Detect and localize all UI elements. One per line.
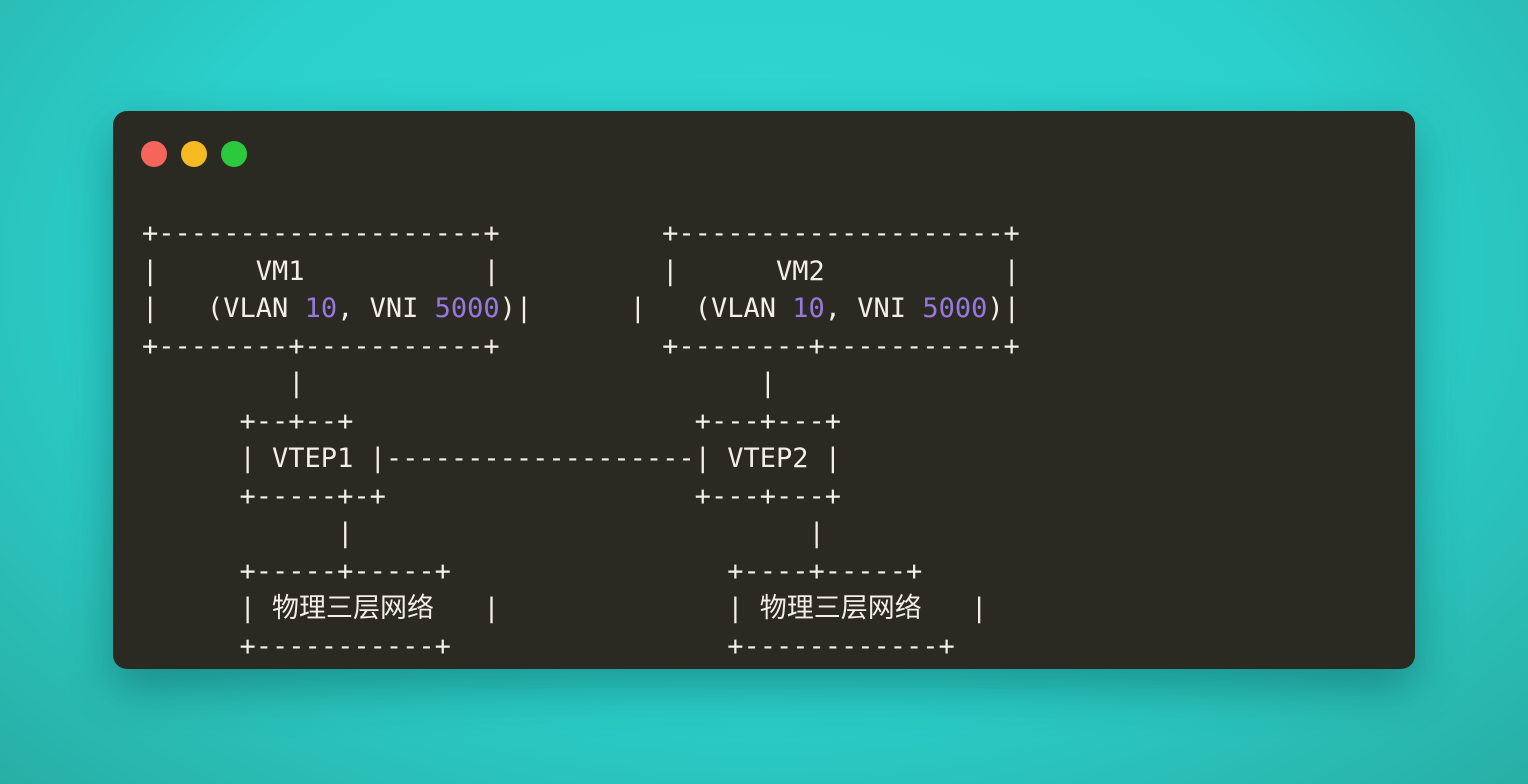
ascii-text: | VTEP1 |-------------------| VTEP2 |: [142, 443, 841, 474]
highlighted-number: 10: [304, 293, 338, 324]
terminal-window: +--------------------+ +----------------…: [113, 111, 1415, 669]
diagram-line: | (VLAN 10, VNI 5000)| | (VLAN 10, VNI 5…: [142, 290, 1020, 328]
highlighted-number: 10: [792, 293, 825, 324]
diagram-line: +--------------------+ +----------------…: [142, 215, 1020, 253]
diagram-line: | VM1 | | VM2 |: [142, 253, 1020, 291]
cjk-label: 物理三层网络: [759, 593, 922, 624]
ascii-text: | VM1 | | VM2 |: [142, 255, 1020, 287]
zoom-button[interactable]: [221, 141, 247, 167]
highlighted-number: 5000: [434, 293, 500, 324]
ascii-text: , VNI: [824, 293, 923, 324]
ascii-text: +-----+-----+ +----+-----+: [142, 555, 923, 587]
ascii-text: )| | (VLAN: [499, 293, 793, 324]
diagram-line: +--+--+ +---+---+: [142, 403, 1020, 441]
diagram-line: | VTEP1 |-------------------| VTEP2 |: [142, 440, 1020, 478]
ascii-text: , VNI: [337, 293, 435, 324]
ascii-text: +-----+-+ +---+---+: [142, 480, 841, 512]
window-controls: [141, 141, 247, 167]
cjk-label: 物理三层网络: [272, 593, 435, 624]
ascii-text: +--------------------+ +----------------…: [142, 218, 1020, 249]
ascii-text: )|: [987, 293, 1020, 324]
diagram-line: +--------+-----------+ +--------+-------…: [142, 328, 1020, 366]
diagram-line: | 物理三层网络 | | 物理三层网络 |: [142, 590, 1020, 628]
ascii-text: +-----------+ +------------+: [142, 630, 955, 662]
close-button[interactable]: [141, 141, 167, 167]
ascii-text: +--------+-----------+ +--------+-------…: [142, 330, 1020, 362]
ascii-text: |: [142, 593, 273, 624]
diagram-line: +-----+-----+ +----+-----+: [142, 553, 1020, 591]
ascii-text: | (VLAN: [142, 293, 305, 324]
ascii-text: +--+--+ +---+---+: [142, 405, 841, 437]
highlighted-number: 5000: [922, 293, 988, 324]
diagram-line: +-----+-+ +---+---+: [142, 478, 1020, 516]
diagram-line: | |: [142, 365, 1020, 403]
ascii-text: | |: [142, 368, 776, 399]
ascii-text: | |: [467, 593, 760, 624]
ascii-text: |: [954, 593, 988, 624]
diagram-line: | |: [142, 515, 1020, 553]
diagram-line: +-----------+ +------------+: [142, 628, 1020, 666]
ascii-text: | |: [142, 518, 825, 549]
ascii-diagram: +--------------------+ +----------------…: [142, 215, 1020, 665]
minimize-button[interactable]: [181, 141, 207, 167]
